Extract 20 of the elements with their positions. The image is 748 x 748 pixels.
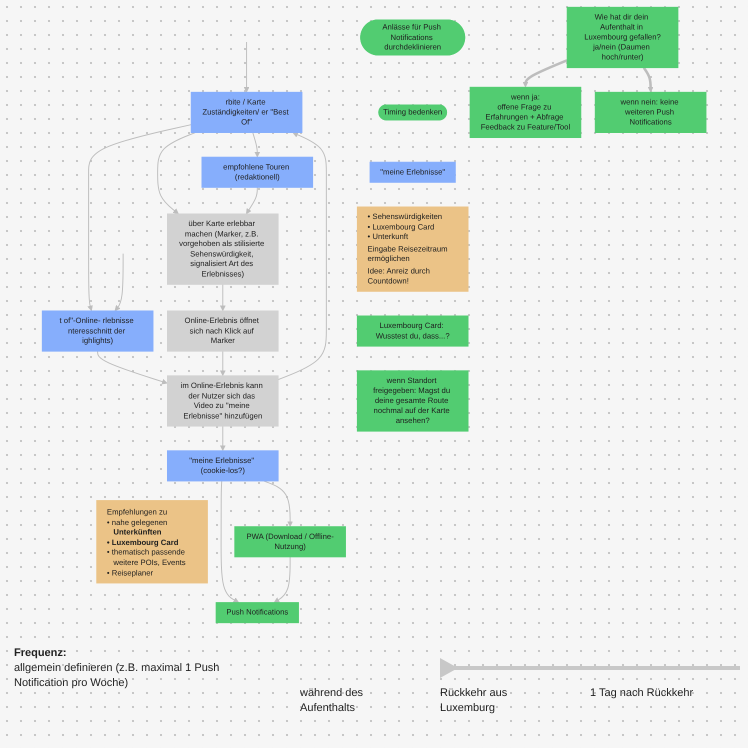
arrow bbox=[157, 132, 196, 214]
arrow bbox=[220, 284, 226, 312]
arrow bbox=[274, 556, 290, 603]
arrow bbox=[220, 480, 239, 603]
arrow bbox=[252, 132, 260, 158]
arrow bbox=[278, 132, 327, 380]
timeline-label: während des Aufenthalts bbox=[300, 686, 364, 716]
note-text: Frequenz: allgemein definieren (z.B. maximal 1 Push Notification pro Woche) bbox=[14, 646, 220, 691]
arrow bbox=[522, 59, 568, 88]
arrow bbox=[87, 124, 192, 312]
arrow bbox=[263, 480, 293, 527]
arrow bbox=[97, 350, 168, 384]
arrow bbox=[114, 253, 124, 312]
timeline-label: Rückkehr aus Luxemburg bbox=[440, 686, 508, 716]
arrow bbox=[246, 187, 258, 214]
arrow bbox=[244, 42, 250, 92]
arrow bbox=[642, 67, 654, 92]
arrow bbox=[220, 426, 226, 451]
arrow bbox=[220, 350, 226, 376]
timeline-label: 1 Tag nach Rückkehr bbox=[590, 686, 694, 701]
